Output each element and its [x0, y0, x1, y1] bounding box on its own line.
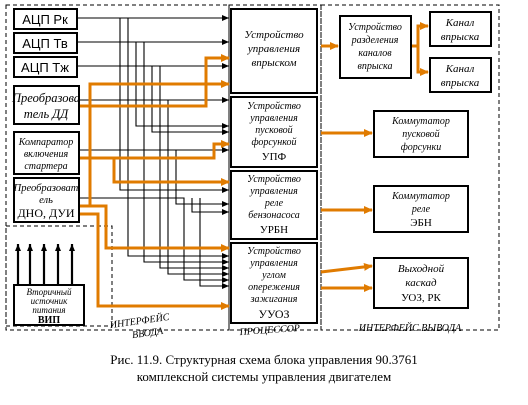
channel-splitter-block: Устройство разделения каналов впрыска [339, 15, 412, 79]
vk-label-1: Выходной [398, 263, 445, 275]
comparator-label-3: стартера [24, 161, 67, 172]
uuoz-label-4: опережения [248, 282, 300, 293]
comparator-label-2: включения [24, 149, 69, 160]
orange-signal-wires [79, 22, 429, 310]
urbn-label-4: бензонасоса [248, 210, 300, 221]
upf-label-1: Устройство [247, 101, 301, 112]
adc-rk-label: АЦП Рк [22, 12, 68, 27]
input-interface-label-2: ВВОДА [131, 326, 164, 341]
caption-line-2: комплексной системы управления двигателе… [136, 369, 392, 384]
channel2-label-2: впрыска [441, 77, 480, 89]
adc-tzh-label: АЦП Тж [21, 60, 69, 75]
output-interface-label: ИНТЕРФЕЙС ВЫВОДА [358, 322, 462, 334]
uuv-label-3: впрыском [252, 57, 297, 69]
urbn-label-3: реле [264, 198, 284, 209]
uuoz-label-6: УУОЗ [258, 307, 289, 321]
fuel-pump-relay-switch-block: Коммутатор реле ЭБН [373, 185, 469, 233]
upf-label-5: УПФ [262, 151, 287, 163]
urk-label-2: разделения [351, 35, 399, 46]
upf-label-2: управления [249, 113, 298, 124]
uuv-label-1: Устройство [244, 29, 304, 41]
dno-label-2: ель [39, 195, 53, 206]
vk-label-2: каскад [405, 277, 437, 289]
starter-comparator-block: Компаратор включения стартера [13, 131, 80, 175]
vip-label-4: ВИП [38, 315, 60, 326]
urbn-label-5: УРБН [260, 224, 288, 236]
output-interface-frame [320, 4, 500, 331]
comparator-label-1: Компаратор [18, 137, 73, 148]
channel1-label-2: впрыска [441, 31, 480, 43]
channel1-label-1: Канал [445, 17, 475, 29]
injection-control-block: Устройство управления впрыском [230, 8, 318, 94]
dno-label-1: Преобразоват [13, 183, 79, 194]
caption-line-1: Рис. 11.9. Структурная схема блока управ… [110, 352, 418, 367]
kebn-label-2: реле [411, 204, 431, 215]
power-arrows [15, 244, 75, 285]
adc-tv-block: АЦП Тв [13, 32, 78, 54]
upf-block: Устройство управления пусковой форсункой… [230, 96, 318, 168]
dno-dui-converter-block: Преобразоват ель ДНО, ДУИ [13, 177, 80, 223]
start-injector-switch-block: Коммутатор пусковой форсунки [373, 110, 469, 158]
vip-label-3: питания [32, 305, 65, 315]
uuoz-label-5: зажигания [250, 294, 298, 305]
uuoz-label-3: углом [261, 270, 286, 281]
injection-channel-2-block: Канал впрыска [429, 57, 492, 93]
urbn-block: Устройство управления реле бензонасоса У… [230, 170, 318, 240]
kpf-label-2: пусковой [402, 129, 439, 140]
dd-converter-block: Преобразова тель ДД [11, 85, 80, 125]
uuoz-label-2: управления [249, 258, 298, 269]
urk-label-3: каналов [358, 48, 392, 59]
input-interface-frame [5, 4, 230, 331]
processor-label: ПРОЦЕССОР [238, 323, 300, 338]
kpf-label-1: Коммутатор [391, 116, 450, 127]
upf-label-3: пусковой [255, 125, 292, 136]
channel2-label-1: Канал [445, 63, 475, 75]
vip-power-supply-block: Вторичный источник питания ВИП [13, 284, 85, 326]
urbn-label-2: управления [249, 186, 298, 197]
dno-label-3: ДНО, ДУИ [17, 206, 74, 220]
figure-caption: Рис. 11.9. Структурная схема блока управ… [0, 352, 528, 385]
dd-label-1: Преобразова [11, 91, 80, 105]
kebn-label-3: ЭБН [410, 217, 432, 229]
dd-label-2: тель ДД [24, 107, 69, 121]
adc-tzh-block: АЦП Тж [13, 56, 78, 78]
upf-label-4: форсункой [251, 137, 296, 148]
injection-channel-1-block: Канал впрыска [429, 11, 492, 47]
ignition-output-stage-block: Выходной каскад УОЗ, РК [373, 257, 469, 309]
urk-label-4: впрыска [358, 61, 393, 72]
vip-label-2: источник [31, 296, 69, 306]
uuoz-block: Устройство управления углом опережения з… [230, 242, 318, 324]
urbn-label-1: Устройство [247, 174, 301, 185]
adc-rk-block: АЦП Рк [13, 8, 78, 30]
adc-tv-label: АЦП Тв [22, 36, 68, 51]
vk-label-3: УОЗ, РК [401, 292, 441, 304]
uuv-label-2: управления [247, 43, 300, 55]
vip-label-1: Вторичный [27, 287, 72, 297]
kebn-label-1: Коммутатор [391, 191, 450, 202]
uuoz-label-1: Устройство [247, 246, 301, 257]
kpf-label-3: форсунки [401, 142, 441, 153]
urk-label-1: Устройство [348, 22, 402, 33]
